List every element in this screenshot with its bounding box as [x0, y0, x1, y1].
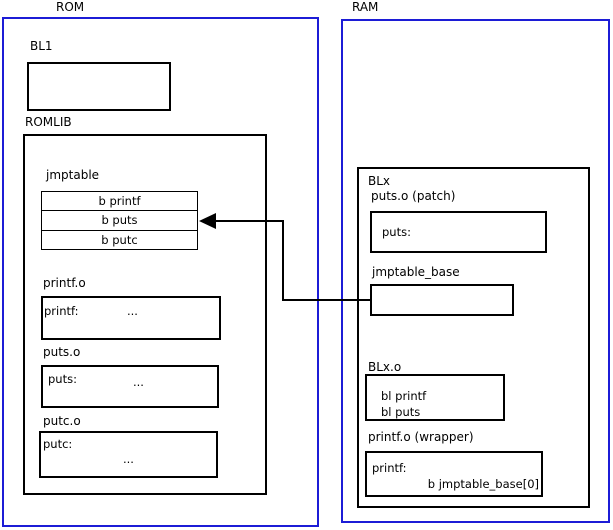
romlib-box: [23, 134, 267, 495]
printf-wrapper-box: printf: b jmptable_base[0]: [365, 451, 543, 497]
printf-o-symbol: printf:: [44, 304, 79, 318]
puts-o-ellipsis: ...: [133, 375, 144, 389]
putc-o-symbol: putc:: [43, 437, 73, 451]
printf-o-ellipsis: ...: [127, 304, 138, 318]
jmptable-row-puts: b puts: [41, 210, 198, 231]
blx-o-line-puts: bl puts: [381, 405, 421, 419]
blx-label: BLx: [368, 174, 391, 188]
putc-o-label: putc.o: [43, 414, 81, 428]
putc-o-box: putc: ...: [39, 431, 218, 478]
ram-title: RAM: [352, 0, 379, 14]
jmptable-base-box: [370, 284, 514, 316]
puts-patch-label: puts.o (patch): [371, 189, 456, 203]
printf-o-label: printf.o: [43, 276, 86, 290]
blx-box: [357, 167, 590, 508]
putc-o-ellipsis: ...: [123, 452, 134, 466]
puts-patch-symbol: puts:: [382, 225, 411, 239]
rom-title: ROM: [56, 0, 85, 14]
printf-o-box: printf: ...: [41, 296, 221, 340]
puts-o-label: puts.o: [43, 345, 81, 359]
printf-wrapper-instruction: b jmptable_base[0]: [427, 477, 539, 491]
puts-o-box: puts: ...: [41, 365, 219, 408]
jmptable-row-putc: b putc: [41, 230, 198, 250]
puts-o-symbol: puts:: [48, 372, 77, 386]
blx-o-box: bl printf bl puts: [365, 374, 505, 421]
jmptable-label: jmptable: [46, 168, 100, 182]
blx-o-label: BLx.o: [368, 360, 402, 374]
blx-o-line-printf: bl printf: [381, 389, 427, 403]
printf-wrapper-symbol: printf:: [372, 461, 407, 475]
jmptable-base-label: jmptable_base: [372, 265, 460, 279]
puts-patch-box: puts:: [370, 211, 547, 253]
bl1-box: [27, 62, 171, 111]
printf-wrapper-label: printf.o (wrapper): [368, 430, 474, 444]
jmptable-row-printf: b printf: [41, 191, 198, 211]
bl1-label: BL1: [30, 39, 53, 53]
romlib-label: ROMLIB: [25, 115, 72, 129]
